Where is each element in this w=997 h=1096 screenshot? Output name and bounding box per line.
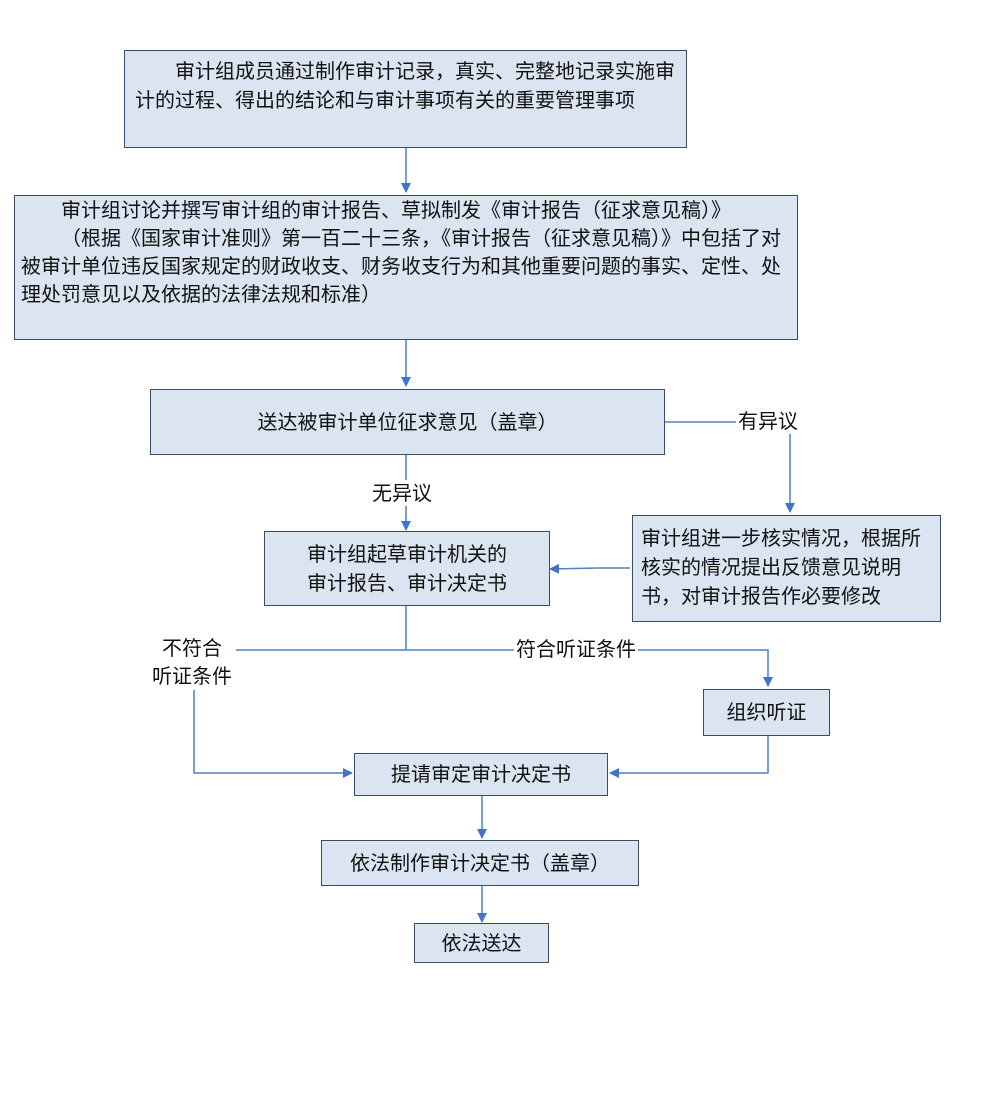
step-make-text: 依法制作审计决定书（盖章） bbox=[350, 850, 610, 875]
label-no-objection: 无异议 bbox=[370, 480, 434, 506]
step-serve-box: 依法送达 bbox=[414, 923, 549, 963]
arrow-deliver-to-verify bbox=[665, 421, 795, 513]
label-objection: 有异议 bbox=[736, 408, 800, 434]
step-submit-box: 提请审定审计决定书 bbox=[354, 753, 608, 796]
step-prepare-box: 审计组起草审计机关的 审计报告、审计决定书 bbox=[264, 531, 550, 606]
step-serve-text: 依法送达 bbox=[441, 930, 522, 955]
step-record-text: 审计组成员通过制作审计记录，真实、完整地记录实施审计的过程、得出的结论和与审计事… bbox=[135, 59, 675, 112]
label-not-qualified: 不符合 听证条件 bbox=[148, 634, 236, 690]
arrow-verify-to-prepare bbox=[549, 563, 630, 574]
step-deliver-text: 送达被审计单位征求意见（盖章） bbox=[257, 409, 558, 434]
step-deliver-box: 送达被审计单位征求意见（盖章） bbox=[150, 389, 665, 455]
step-prepare-line2: 审计报告、审计决定书 bbox=[307, 570, 507, 595]
step-verify-text: 审计组进一步核实情况，根据所核实的情况提出反馈意见说明书，对审计报告作必要修改 bbox=[641, 526, 921, 608]
step-draft-text: 审计组讨论并撰写审计组的审计报告、草拟制发《审计报告（征求意见稿）》 bbox=[61, 198, 731, 222]
step-verify-box: 审计组进一步核实情况，根据所核实的情况提出反馈意见说明书，对审计报告作必要修改 bbox=[632, 515, 941, 622]
step-prepare-line1: 审计组起草审计机关的 bbox=[307, 541, 507, 566]
step-record-box: 审计组成员通过制作审计记录，真实、完整地记录实施审计的过程、得出的结论和与审计事… bbox=[124, 50, 687, 148]
step-submit-text: 提请审定审计决定书 bbox=[391, 762, 571, 786]
step-draft-note: （根据《国家审计准则》第一百二十三条，《审计报告（征求意见稿）》中包括了对被审计… bbox=[21, 226, 781, 306]
step-make-box: 依法制作审计决定书（盖章） bbox=[321, 840, 639, 886]
label-qualified: 符合听证条件 bbox=[514, 636, 638, 662]
arrow-not-qualified-to-submit bbox=[193, 649, 406, 778]
arrow-hearing-to-submit bbox=[609, 736, 769, 778]
step-hearing-text: 组织听证 bbox=[726, 700, 807, 724]
step-hearing-box: 组织听证 bbox=[703, 689, 830, 736]
step-draft-box: 审计组讨论并撰写审计组的审计报告、草拟制发《审计报告（征求意见稿）》 （根据《国… bbox=[14, 195, 798, 340]
